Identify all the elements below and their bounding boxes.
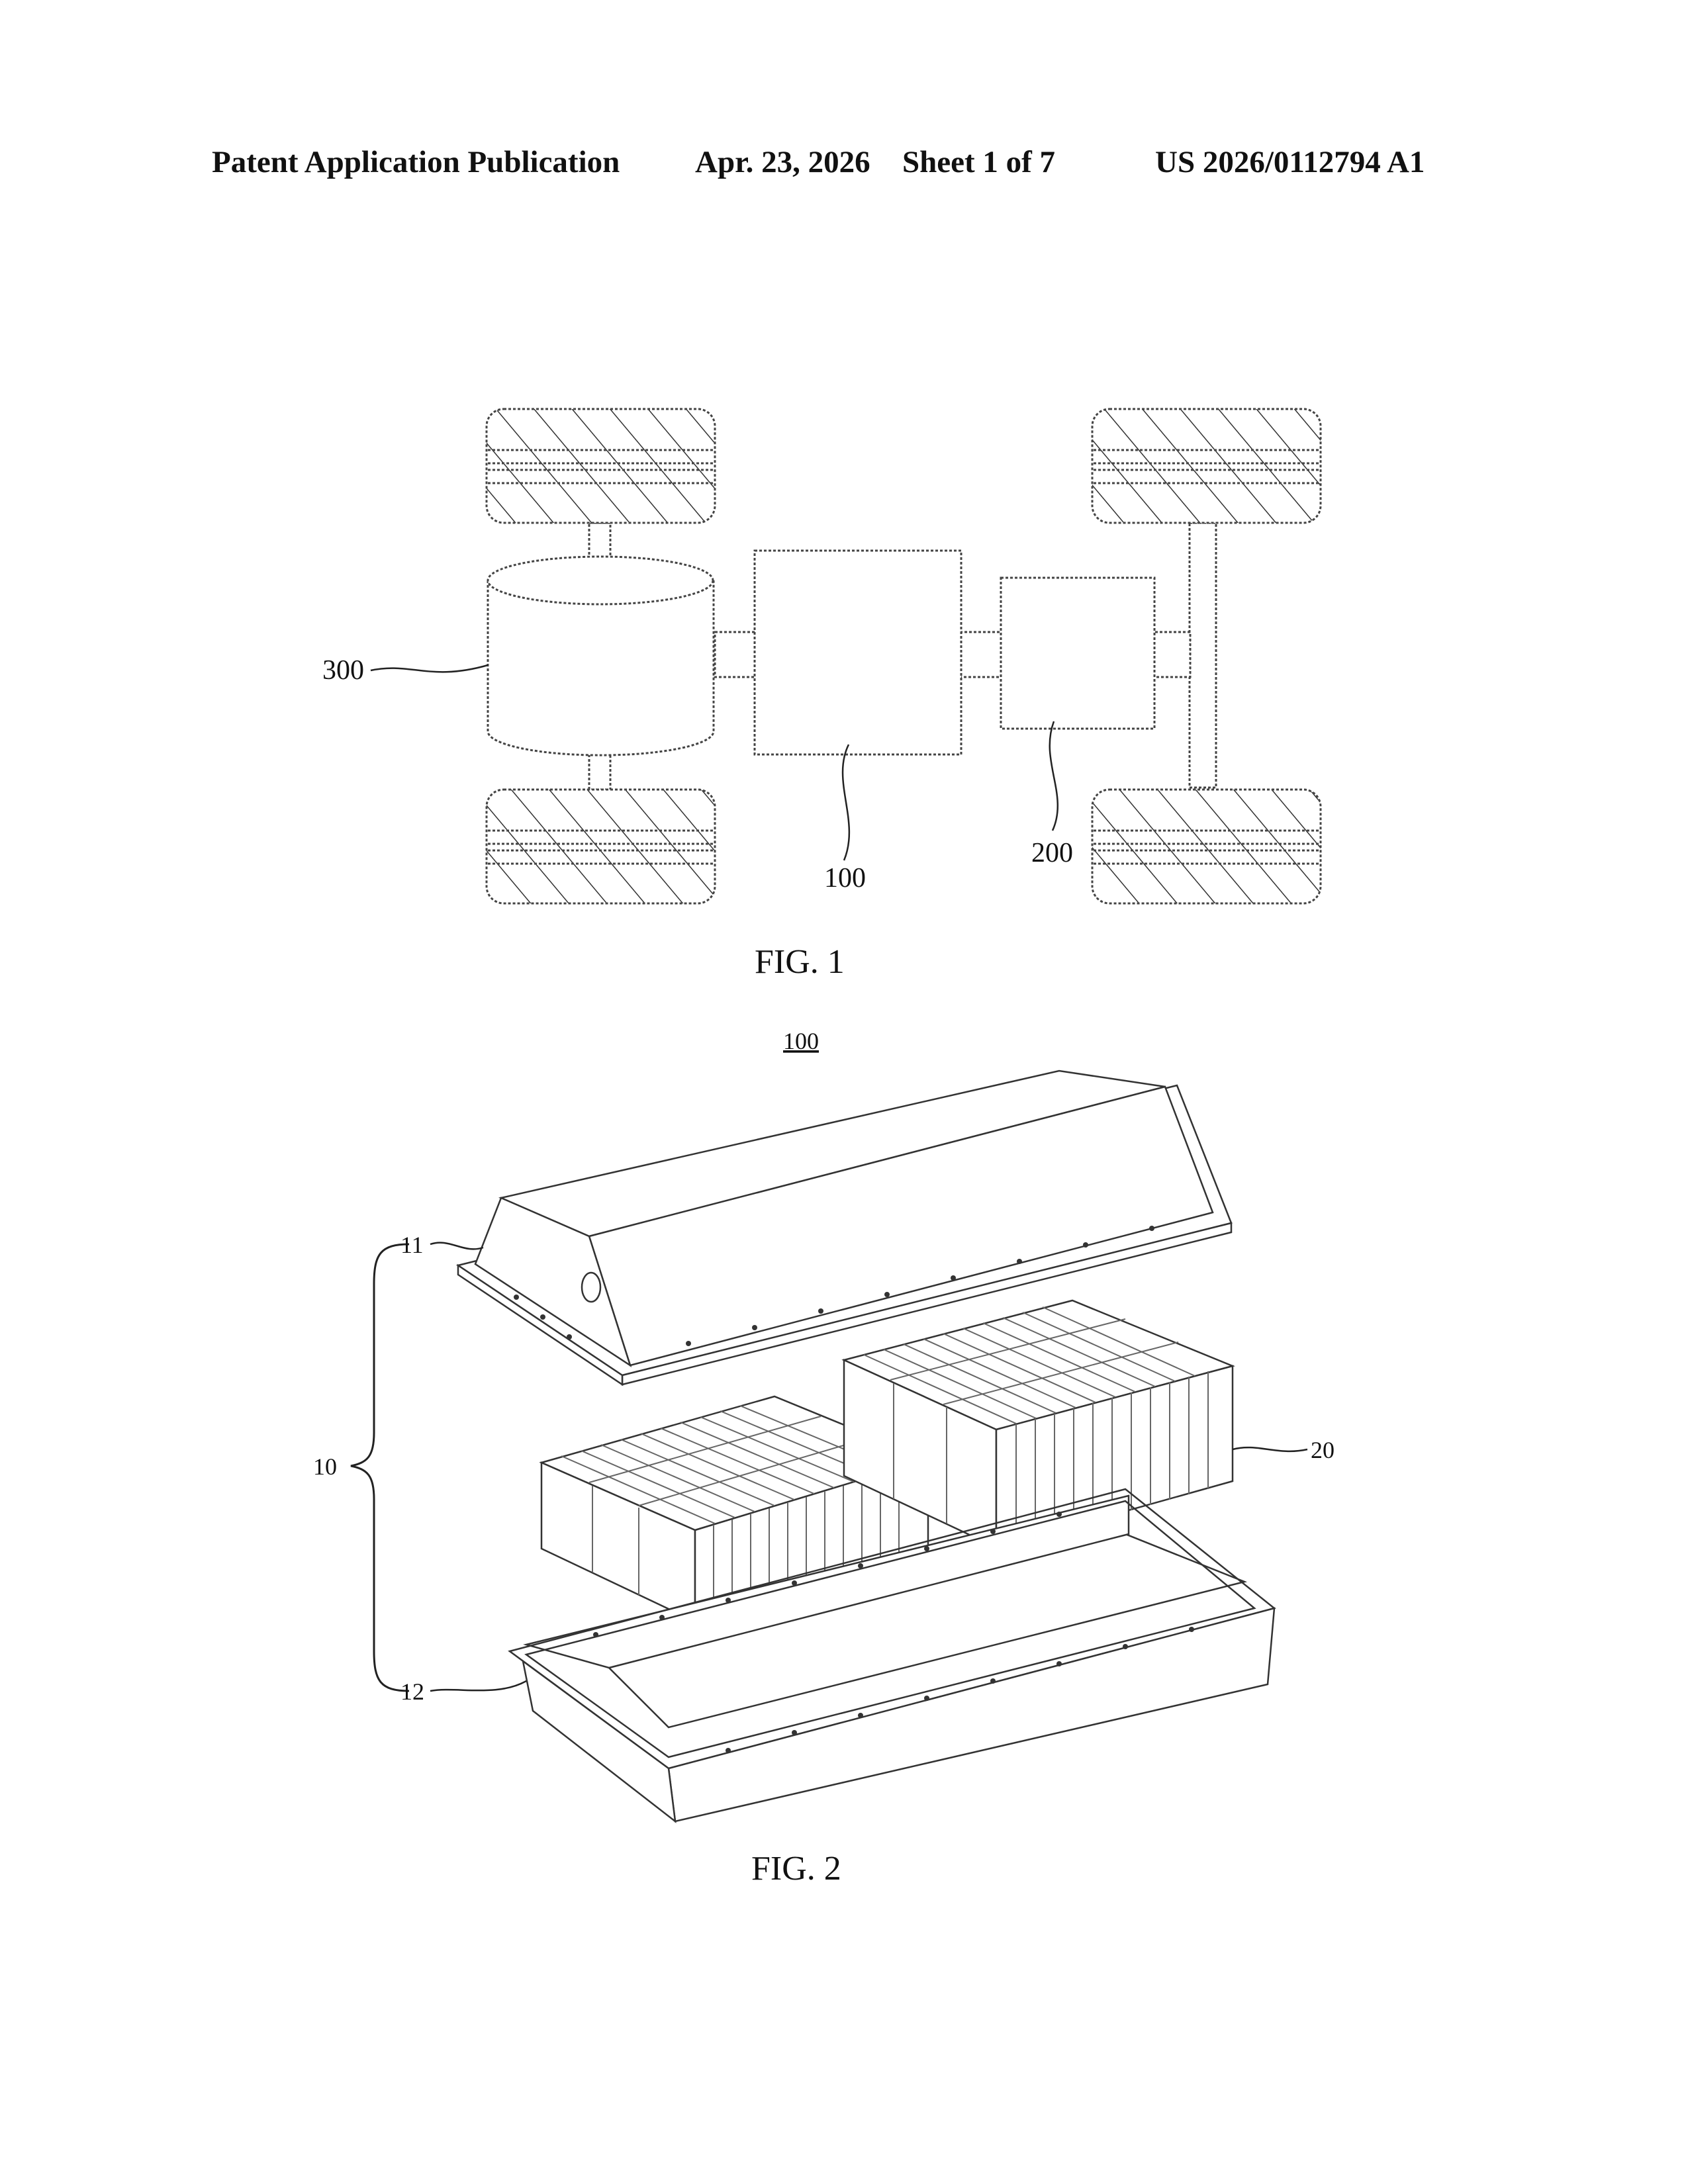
fig2-caption: FIG. 2 [751, 1850, 841, 1888]
label-20: 20 [1311, 1437, 1335, 1463]
label-300: 300 [322, 655, 364, 686]
motor-300 [488, 557, 714, 755]
controller-200 [1001, 578, 1154, 729]
label-11: 11 [400, 1232, 424, 1258]
fig2-battery-exploded-view [351, 1071, 1307, 1821]
wheel-rear-left [487, 790, 715, 903]
vent-hole [582, 1273, 600, 1302]
brace-10 [351, 1244, 409, 1691]
fig2-reference-100: 100 [783, 1028, 819, 1054]
label-100: 100 [824, 863, 866, 893]
label-10: 10 [313, 1453, 337, 1480]
wheel-front-right [1092, 409, 1321, 523]
label-12: 12 [400, 1678, 424, 1705]
wheel-front-left [487, 409, 715, 523]
fig1-vehicle-diagram [371, 409, 1321, 903]
wheel-rear-right [1092, 790, 1321, 903]
label-200: 200 [1031, 838, 1073, 868]
battery-100 [755, 551, 961, 754]
rear-axle [1190, 523, 1216, 788]
fig1-caption: FIG. 1 [755, 943, 845, 981]
